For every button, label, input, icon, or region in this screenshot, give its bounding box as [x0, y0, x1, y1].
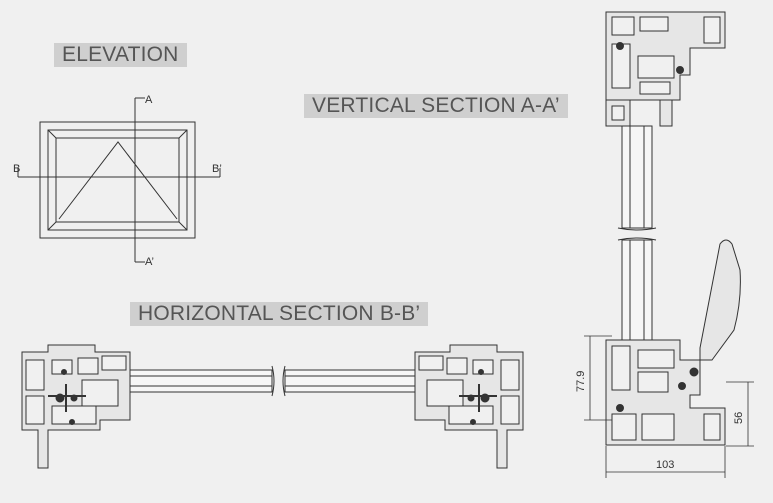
marker-b: B [13, 163, 20, 175]
window-handle [699, 239, 741, 361]
marker-a-prime: A’ [145, 256, 154, 268]
horizontal-section-title: HORIZONTAL SECTION B-B’ [130, 302, 429, 326]
elevation-glass [55, 137, 180, 223]
horizontal-glass-pane [129, 365, 416, 397]
dimension-103: 103 [656, 459, 674, 471]
vertical-section-title: VERTICAL SECTION A-A’ [304, 94, 568, 118]
marker-b-prime: B’ [212, 163, 222, 175]
vertical-section-view [605, 11, 741, 446]
marker-a: A [145, 94, 153, 106]
dimension-77-9: 77.9 [575, 371, 587, 392]
top-frame-profile [605, 11, 726, 127]
elevation-outer-frame [39, 121, 196, 239]
dimension-56: 56 [733, 412, 745, 424]
right-frame-profile [414, 344, 524, 469]
elevation-sash [47, 129, 188, 231]
vertical-glass-pane [617, 125, 657, 341]
elevation-opening-triangle [58, 141, 178, 220]
bottom-frame-profile [605, 339, 726, 446]
elevation-view [17, 97, 221, 263]
horizontal-section-view [21, 344, 524, 469]
dimension-lines [584, 335, 754, 478]
elevation-title: ELEVATION [54, 43, 187, 67]
left-frame-profile [21, 344, 131, 469]
